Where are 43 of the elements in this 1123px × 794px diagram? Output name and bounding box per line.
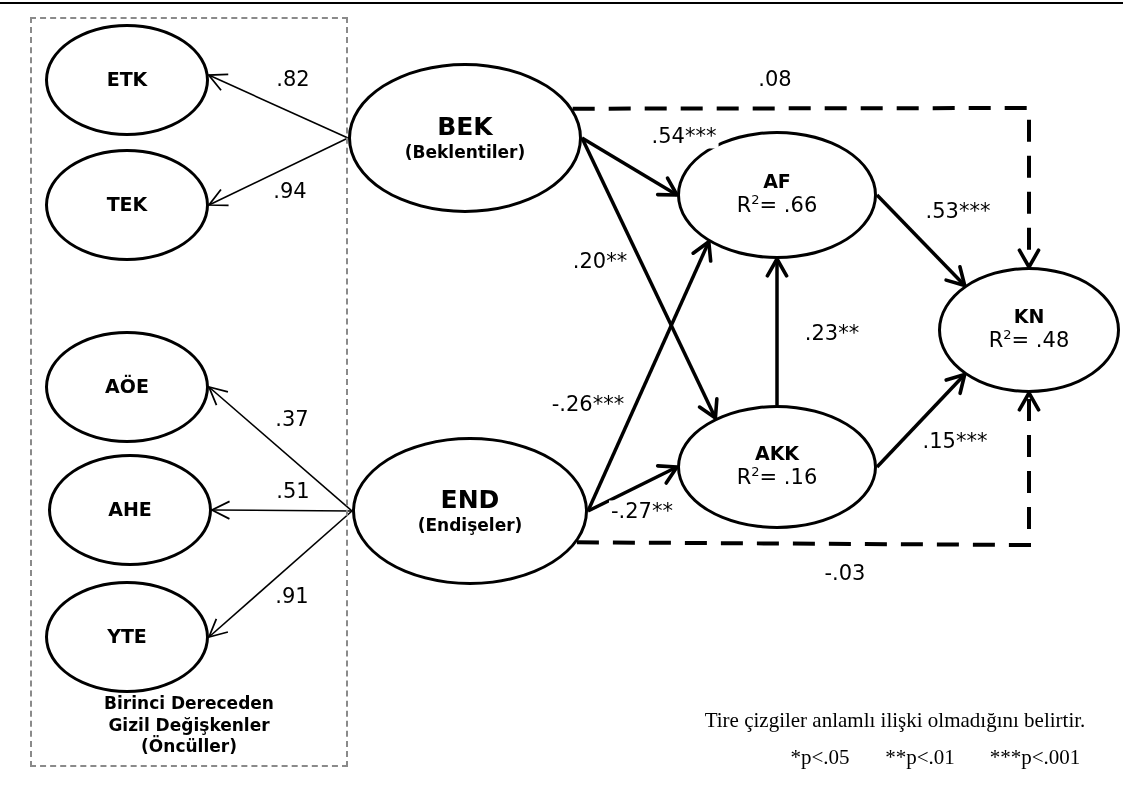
latent-variable-ellipse <box>48 454 212 566</box>
arrow <box>208 386 353 512</box>
latent-variable-ellipse <box>352 437 588 585</box>
significance-note: *p<.05 <box>790 745 850 770</box>
arrow <box>208 137 349 207</box>
arrow <box>580 137 719 420</box>
variable-description: (Endişeler) <box>417 515 523 536</box>
latent-variable-ellipse <box>45 581 209 693</box>
latent-variable-ellipse <box>45 149 209 261</box>
latent-variable-ellipse <box>45 24 209 136</box>
dashed-arrow <box>572 106 1041 269</box>
significance-note: ***p<.001 <box>989 745 1081 770</box>
latent-variable-ellipse <box>348 63 582 213</box>
arrow <box>875 372 967 469</box>
arrow <box>581 136 679 197</box>
variable-name: YTE <box>107 626 147 648</box>
arrow <box>765 257 789 405</box>
variable-name: AÖE <box>105 376 149 398</box>
latent-variable-ellipse <box>677 405 877 529</box>
group-caption: Birinci Dereceden Gizil Değişkenler (Öncüller) <box>103 693 275 757</box>
variable-name: AHE <box>108 499 152 521</box>
arrow <box>211 500 353 520</box>
latent-variable-ellipse <box>938 267 1120 393</box>
variable-name: AF <box>763 171 791 194</box>
arrow <box>207 73 349 139</box>
variable-name: BEK <box>437 113 493 143</box>
latent-variable-ellipse <box>45 331 209 443</box>
variable-name: TEK <box>106 194 148 216</box>
variable-name: AKK <box>754 443 800 466</box>
variable-description: (Beklentiler) <box>404 142 526 163</box>
r-squared-value: R$^{2}$= .16 <box>736 465 818 491</box>
footnote: Tire çizgiler anlamlı ilişki olmadığını belirtir. <box>704 708 1086 733</box>
variable-name: KN <box>1013 306 1045 329</box>
significance-note: **p<.01 <box>885 745 955 770</box>
r-squared-value: R$^{2}$= .48 <box>988 328 1070 354</box>
dashed-arrow <box>576 391 1041 547</box>
variable-name: ETK <box>106 69 148 91</box>
arrow <box>875 193 967 288</box>
arrow <box>586 240 713 512</box>
arrow <box>208 510 353 638</box>
variable-name: END <box>440 486 500 516</box>
arrow <box>587 464 679 513</box>
r-squared-value: R$^{2}$= .66 <box>736 193 818 219</box>
